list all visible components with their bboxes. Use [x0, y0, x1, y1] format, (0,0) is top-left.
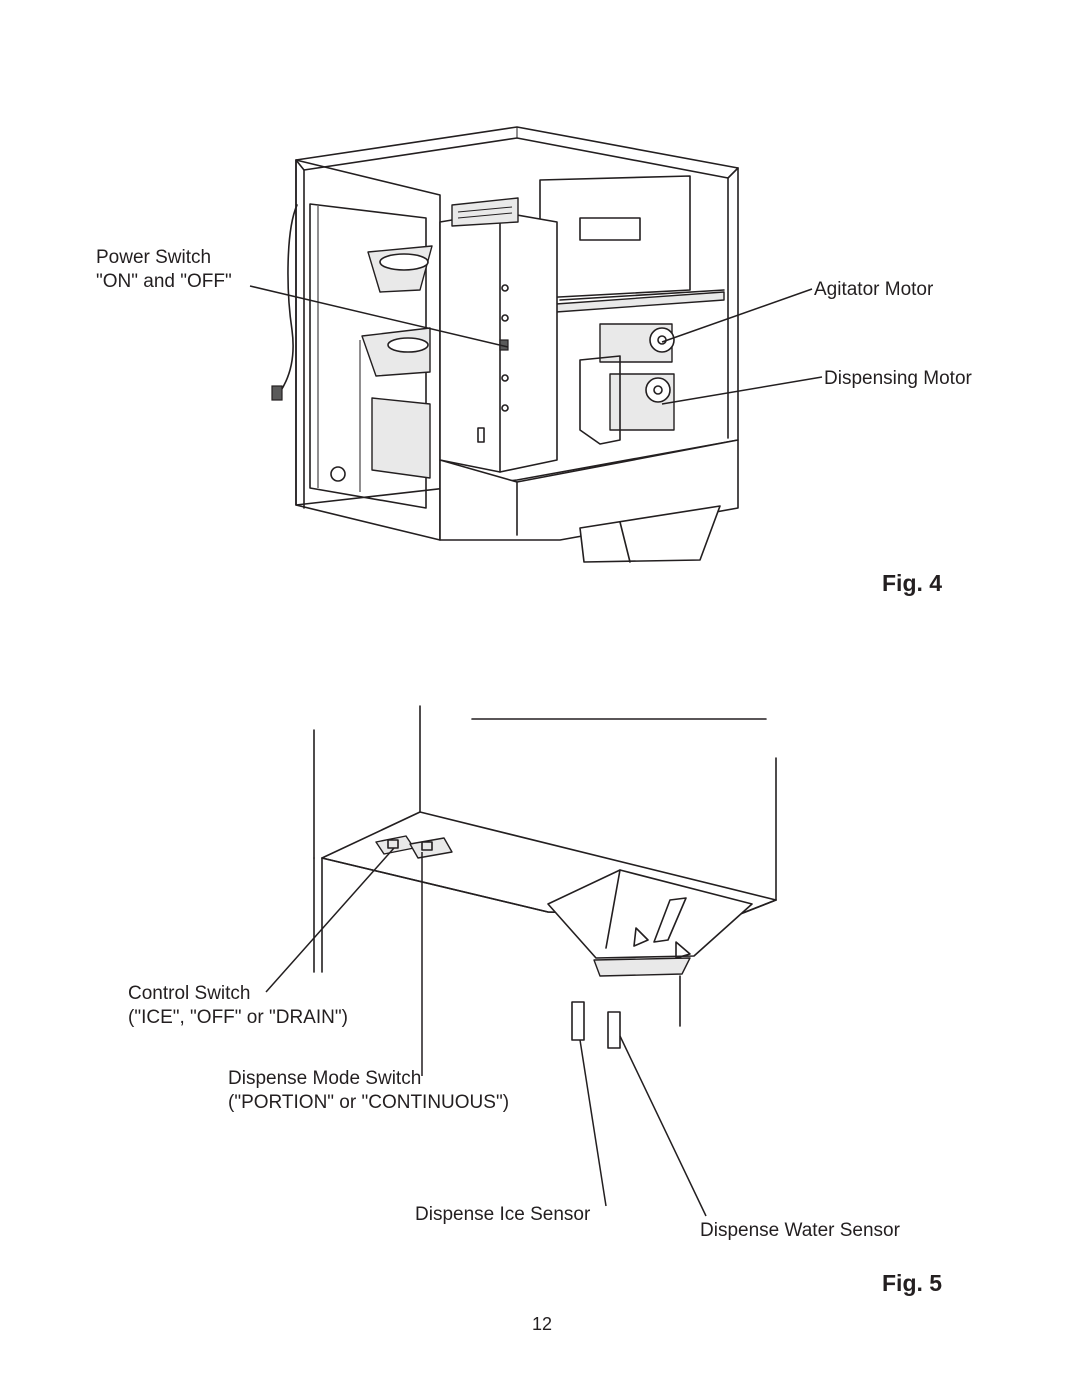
leader-control-switch — [265, 847, 395, 993]
agitator-motor-label: Agitator Motor — [814, 279, 934, 300]
dispense-water-sensor-label: Dispense Water Sensor — [700, 1220, 900, 1241]
page-number: 12 — [532, 1314, 553, 1334]
dispense-ice-sensor-label: Dispense Ice Sensor — [415, 1204, 591, 1225]
dispense-mode-switch-label: Dispense Mode Switch ("PORTION" or "CONT… — [228, 1067, 509, 1115]
dispenser-outlet — [593, 957, 691, 977]
dispenser-housing — [547, 869, 753, 959]
dispense-ice-sensor — [571, 1001, 585, 1041]
dispense-mode-switch-label-line2: ("PORTION" or "CONTINUOUS") — [228, 1092, 510, 1113]
power-switch-label: Power Switch "ON" and "OFF" — [96, 246, 232, 294]
ice-chute — [579, 505, 721, 563]
control-switch-label: Control Switch ("ICE", "OFF" or "DRAIN") — [128, 982, 348, 1030]
dispense-water-sensor — [607, 1011, 621, 1049]
leader-power-switch — [249, 285, 509, 348]
leader-dispensing-motor — [661, 376, 823, 405]
power-switch-label-line2: "ON" and "OFF" — [96, 271, 232, 292]
dispensing-motor-label: Dispensing Motor — [824, 368, 972, 389]
control-switch-label-line2: ("ICE", "OFF" or "DRAIN") — [128, 1007, 348, 1028]
leader-dispense-water-sensor — [619, 1035, 707, 1217]
leader-dispense-ice-sensor — [579, 1039, 607, 1207]
fig-4-caption: Fig. 4 — [882, 570, 943, 596]
vent-grille — [451, 197, 519, 227]
power-switch-label-line1: Power Switch — [96, 247, 212, 268]
dispense-mode-switch-label-line1: Dispense Mode Switch — [228, 1068, 422, 1089]
rear-handle — [579, 217, 641, 241]
fig-5-caption: Fig. 5 — [882, 1270, 943, 1296]
dispense-mode-switch — [409, 837, 453, 859]
leader-agitator-motor — [661, 288, 813, 343]
power-cord — [279, 204, 298, 393]
dispenser-slot — [653, 897, 687, 943]
control-switch-label-line1: Control Switch — [128, 983, 251, 1004]
